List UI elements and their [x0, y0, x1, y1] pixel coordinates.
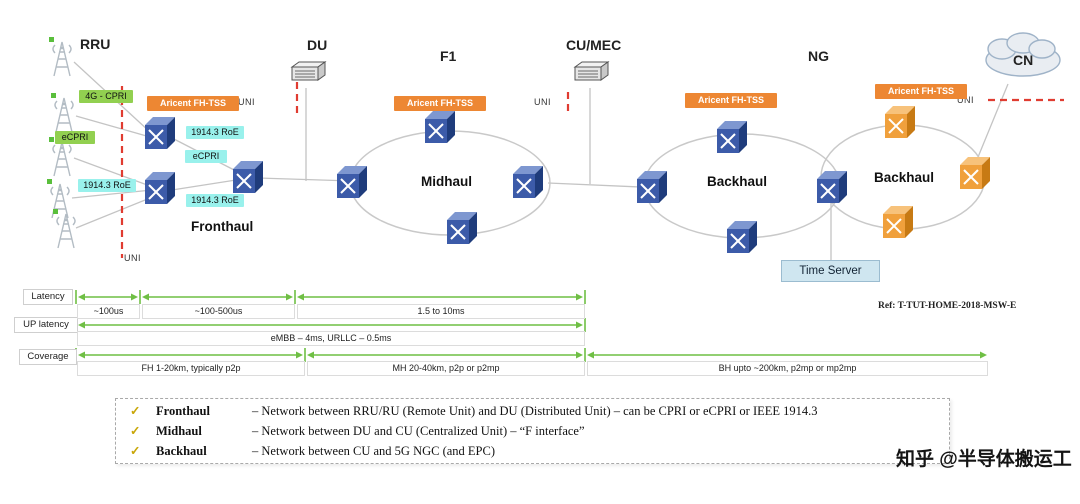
- coverage-row-label: Coverage: [19, 349, 77, 365]
- network-switch-icon: [424, 110, 456, 144]
- protocol-chip-roe: 1914.3 RoE: [186, 194, 244, 207]
- network-switch-icon: [144, 171, 176, 205]
- network-switch-icon: [959, 156, 991, 190]
- legend-term: Fronthaul: [156, 403, 210, 418]
- legend-row-fronthaul: ✓ Fronthaul – Network between RRU/RU (Re…: [116, 401, 949, 421]
- coverage-arrows: [75, 348, 987, 362]
- cu-mec-label: CU/MEC: [566, 37, 622, 53]
- uni-label-cu: UNI: [534, 97, 551, 107]
- reference-text: Ref: T-TUT-HOME-2018-MSW-E: [878, 301, 1017, 311]
- rru-label: RRU: [80, 36, 111, 52]
- network-switch-icon: [882, 205, 914, 239]
- watermark-text: 知乎 @半导体搬运工: [896, 449, 1072, 470]
- latency-value-bh: 1.5 to 10ms: [297, 304, 585, 319]
- aricent-fh-tss-tag: Aricent FH-TSS: [394, 96, 486, 111]
- f1-label: F1: [440, 48, 457, 64]
- antenna-tower-icon: [50, 92, 74, 133]
- protocol-chip-ecpri: eCPRI: [185, 150, 227, 163]
- legend-row-backhaul: ✓ Backhaul – Network between CU and 5G N…: [116, 441, 949, 461]
- legend-term: Midhaul: [156, 423, 202, 438]
- protocol-chip-roe: 1914.3 RoE: [186, 126, 244, 139]
- legend-row-midhaul: ✓ Midhaul – Network between DU and CU (C…: [116, 421, 949, 441]
- up-latency-row-label: UP latency: [14, 317, 78, 333]
- legend-desc: – Network between RRU/RU (Remote Unit) a…: [252, 403, 818, 418]
- check-icon: ✓: [130, 424, 141, 438]
- backhaul-1-label: Backhaul: [707, 174, 768, 189]
- time-server-box: Time Server: [781, 260, 880, 282]
- network-switch-icon: [232, 160, 264, 194]
- protocol-chip-roe: 1914.3 RoE: [78, 179, 136, 192]
- network-switch-icon: [636, 170, 668, 204]
- du-server-icon: [291, 61, 326, 81]
- fronthaul-label: Fronthaul: [191, 219, 254, 234]
- midhaul-label: Midhaul: [421, 174, 472, 189]
- network-switch-icon: [884, 105, 916, 139]
- legend-desc: – Network between DU and CU (Centralized…: [252, 423, 585, 438]
- protocol-chip-4g-cpri: 4G - CPRI: [79, 90, 133, 103]
- aricent-fh-tss-tag: Aricent FH-TSS: [147, 96, 239, 111]
- up-latency-arrow: [75, 318, 586, 332]
- uni-demarcation-lines: [120, 70, 1064, 258]
- legend-desc: – Network between CU and 5G NGC (and EPC…: [252, 443, 496, 458]
- legend-box: ✓ Fronthaul – Network between RRU/RU (Re…: [115, 398, 950, 464]
- network-switch-icon: [446, 211, 478, 245]
- antenna-tower-icon: [48, 36, 72, 77]
- cu-mec-server-icon: [574, 61, 609, 81]
- uni-label-rru: UNI: [124, 253, 141, 263]
- du-label: DU: [307, 37, 328, 53]
- aricent-fh-tss-tag: Aricent FH-TSS: [685, 93, 777, 108]
- ng-label: NG: [808, 48, 829, 64]
- network-switch-icon: [816, 170, 848, 204]
- network-switch-icon: [512, 165, 544, 199]
- latency-value-fh: ~100us: [77, 304, 140, 319]
- network-switch-icon: [726, 220, 758, 254]
- coverage-value-fh: FH 1-20km, typically p2p: [77, 361, 305, 376]
- coverage-value-bh: BH upto ~200km, p2mp or mp2mp: [587, 361, 988, 376]
- cn-label: CN: [1013, 52, 1034, 68]
- network-switch-icon: [336, 165, 368, 199]
- antenna-tower-icon: [52, 208, 76, 249]
- network-switch-icon: [716, 120, 748, 154]
- backhaul-2-label: Backhaul: [874, 170, 935, 185]
- protocol-chip-ecpri: eCPRI: [55, 131, 95, 144]
- coverage-value-mh: MH 20-40km, p2p or p2mp: [307, 361, 585, 376]
- latency-arrows: [75, 290, 586, 304]
- uni-label-cn: UNI: [957, 95, 974, 105]
- up-latency-value: eMBB – 4ms, URLLC – 0.5ms: [77, 331, 585, 346]
- latency-row-label: Latency: [23, 289, 73, 305]
- uni-label-du: UNI: [238, 97, 255, 107]
- legend-term: Backhaul: [156, 443, 207, 458]
- network-switch-icon: [144, 116, 176, 150]
- aricent-fh-tss-tag: Aricent FH-TSS: [875, 84, 967, 99]
- check-icon: ✓: [130, 404, 141, 418]
- latency-value-mh: ~100-500us: [142, 304, 295, 319]
- check-icon: ✓: [130, 444, 141, 458]
